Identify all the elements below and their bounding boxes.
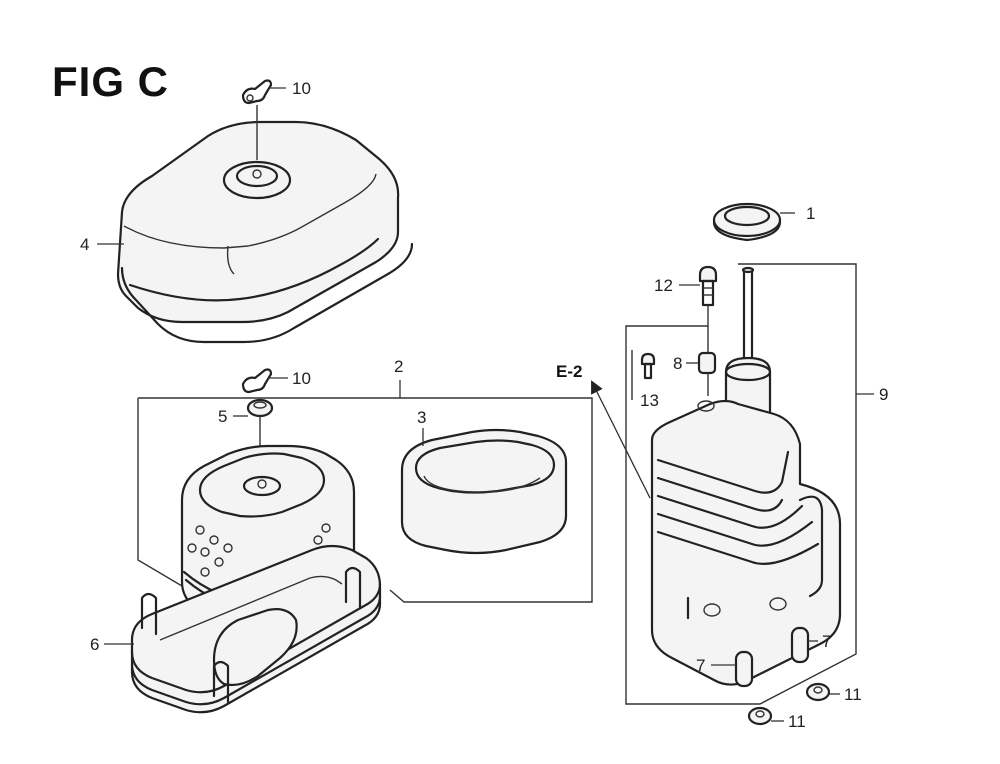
- callout-1: 1: [806, 204, 815, 223]
- wing-nut-top: [241, 79, 273, 105]
- callout-6: 6: [90, 635, 99, 654]
- callout-5: 5: [218, 407, 227, 426]
- callout-2: 2: [394, 357, 403, 376]
- callout-9: 9: [879, 385, 888, 404]
- bolt: [698, 265, 718, 360]
- air-cleaner-base: [130, 544, 382, 714]
- seal-ring: [712, 202, 782, 242]
- figure-title: FIG C: [52, 58, 169, 105]
- callout-4: 4: [80, 235, 89, 254]
- tube-right: [790, 626, 810, 664]
- callout-10-lower: 10: [292, 369, 311, 388]
- foam-element: [400, 428, 568, 555]
- air-cleaner-case: [650, 266, 842, 686]
- reference-label: E-2: [556, 362, 582, 381]
- callout-3: 3: [417, 408, 426, 427]
- callout-13: 13: [640, 391, 659, 410]
- callout-12: 12: [654, 276, 673, 295]
- callout-7-right: 7: [822, 632, 831, 651]
- air-cleaner-cover: [116, 105, 414, 344]
- tube-left: [734, 650, 754, 688]
- nut-right: [805, 682, 831, 702]
- small-bolt: [640, 352, 656, 380]
- callout-7-left: 7: [696, 656, 705, 675]
- callout-11-right: 11: [844, 685, 862, 704]
- callout-10-top: 10: [292, 79, 311, 98]
- callout-8: 8: [673, 354, 682, 373]
- collar: [697, 351, 717, 396]
- nut-left: [747, 706, 773, 726]
- wing-nut-lower: [241, 368, 273, 394]
- callout-11-left: 11: [788, 712, 806, 731]
